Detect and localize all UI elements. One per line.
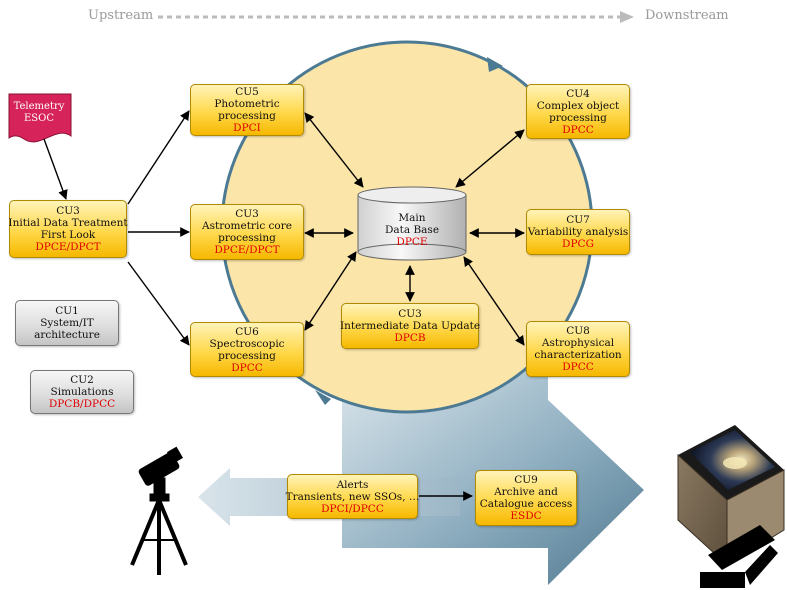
alerts-box[interactable]: Alerts Transients, new SSOs, … DPCI/DPCC <box>285 474 420 519</box>
box-line: processing <box>549 111 607 124</box>
box-line: CU9 <box>514 474 538 486</box>
box-line: CU3 <box>235 208 259 220</box>
box-line: CU3 <box>398 308 422 320</box>
database-cylinder <box>357 186 467 261</box>
box-center: DPCB <box>394 332 426 344</box>
cu5-photometric-box[interactable]: CU5 Photometric processing DPCI <box>190 84 304 136</box>
cu8-astrophysical-box[interactable]: CU8 Astrophysical characterization DPCC <box>526 321 630 377</box>
cu3-astrometric-box[interactable]: CU3 Astrometric core processing DPCE/DPC… <box>190 204 304 260</box>
box-center: DPCE/DPCT <box>214 244 280 256</box>
telemetry-title: Telemetry <box>13 101 65 112</box>
box-line: Variability analysis <box>527 226 629 238</box>
cu1-system-it-box[interactable]: CU1 System/IT architecture <box>15 300 119 346</box>
telemetry-label: Telemetry ESOC <box>8 101 70 125</box>
box-line: Archive and <box>494 486 558 498</box>
box-center: ESDC <box>510 510 542 522</box>
box-line: Astrophysical <box>541 337 615 349</box>
db-center: DPCE <box>396 236 428 248</box>
catalogue-cube-icon <box>677 425 785 588</box>
box-line: CU7 <box>566 214 590 226</box>
box-line: CU3 <box>56 205 80 217</box>
box-line: System/IT <box>40 317 94 329</box>
box-center: DPCI <box>233 122 261 134</box>
telescope-icon <box>130 446 188 575</box>
box-line: CU6 <box>235 325 259 338</box>
cu3-intermediate-data-update-box[interactable]: CU3 Intermediate Data Update DPCB <box>339 303 481 349</box>
box-center: DPCG <box>562 238 594 250</box>
cu7-variability-box[interactable]: CU7 Variability analysis DPCG <box>526 209 630 255</box>
box-line: CU4 <box>566 87 590 100</box>
cu4-complex-object-box[interactable]: CU4 Complex object processing DPCC <box>526 84 630 139</box>
box-line: characterization <box>534 349 622 361</box>
box-line: processing <box>218 349 276 362</box>
box-line: Simulations <box>50 386 114 398</box>
telemetry-center: ESOC <box>24 113 54 124</box>
cu3-initial-data-treatment-box[interactable]: CU3 Initial Data Treatment First Look DP… <box>8 200 128 258</box>
circle-arrow-head-bottom <box>315 390 331 405</box>
db-line-2: Data Base <box>384 224 440 236</box>
box-center: DPCC <box>231 361 263 374</box>
cu9-archive-box[interactable]: CU9 Archive and Catalogue access ESDC <box>475 470 577 526</box>
box-center: DPCB/DPCC <box>48 398 116 410</box>
box-center: DPCI/DPCC <box>321 502 384 515</box>
box-line: CU8 <box>566 325 590 337</box>
box-line: processing <box>218 110 276 122</box>
box-line: Catalogue access <box>479 498 573 510</box>
box-center: DPCC <box>562 361 594 373</box>
circle-arrow-head-top <box>487 57 503 72</box>
connector-arrows <box>43 110 525 501</box>
box-line: Intermediate Data Update <box>339 320 481 332</box>
box-line: CU2 <box>70 374 94 386</box>
cu2-simulations-box[interactable]: CU2 Simulations DPCB/DPCC <box>30 370 134 414</box>
box-line: CU1 <box>55 305 79 317</box>
main-database[interactable]: Main Data Base DPCE <box>356 212 468 248</box>
box-line: Initial Data Treatment <box>8 217 128 229</box>
box-line: Photometric <box>214 98 280 110</box>
box-line: Spectroscopic <box>209 337 285 350</box>
upstream-label: Upstream <box>88 8 154 23</box>
flow-arrow-head <box>620 11 634 23</box>
box-line: First Look <box>40 229 96 241</box>
box-center: DPCE/DPCT <box>35 241 101 253</box>
db-line-1: Main <box>398 212 426 224</box>
box-center: DPCC <box>562 123 594 136</box>
telemetry-flag <box>8 93 72 143</box>
box-line: CU5 <box>235 86 259 98</box>
box-line: Alerts <box>336 478 369 491</box>
box-line: architecture <box>34 329 100 341</box>
box-line: Astrometric core <box>202 220 292 232</box>
box-line: Transients, new SSOs, … <box>285 490 420 503</box>
cu6-spectroscopic-box[interactable]: CU6 Spectroscopic processing DPCC <box>190 322 304 377</box>
box-line: processing <box>218 232 276 244</box>
box-line: Complex object <box>536 99 620 112</box>
downstream-label: Downstream <box>645 8 729 23</box>
